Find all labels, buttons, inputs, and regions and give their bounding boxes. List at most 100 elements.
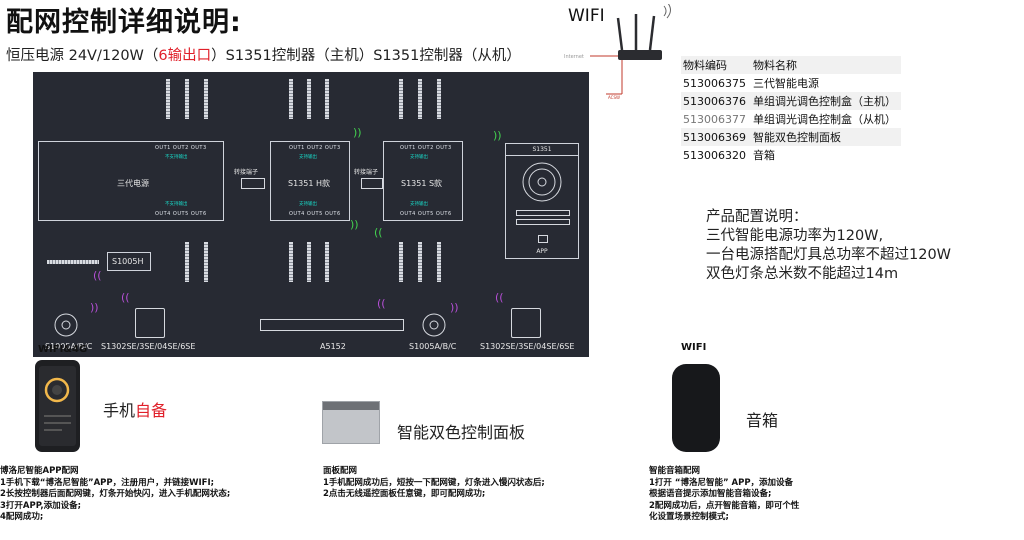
led-strip xyxy=(418,242,422,282)
controller-slave-box: OUT1 OUT2 OUT3 支持输出 S1351 S款 支持输出 OUT4 O… xyxy=(383,141,463,221)
left-knob-label: S1005A/B/C xyxy=(45,342,93,351)
wall-switch-icon xyxy=(135,308,165,338)
config-line: 三代智能电源功率为120W, xyxy=(706,228,884,244)
config-line: 产品配置说明： xyxy=(706,209,808,225)
subtitle-highlight: 6输出口 xyxy=(158,48,212,64)
step-heading: 智能音箱配网 xyxy=(649,466,701,476)
led-strip xyxy=(399,242,403,282)
power-top-ports: OUT1 OUT2 OUT3 xyxy=(155,145,207,151)
panel-pairing-steps: 面板配网 1手机配网成功后，短按一下配网键，灯条进入慢闪状态后; 2点击无线遥控… xyxy=(323,466,545,501)
cell-name: 单组调光调色控制盒（从机） xyxy=(753,113,896,126)
header-code: 物料编码 xyxy=(681,56,751,74)
app-device-label: S1351 xyxy=(532,146,552,153)
slave-top-ports: OUT1 OUT2 OUT3 xyxy=(400,145,452,151)
knob-icon xyxy=(422,313,446,337)
config-notes: 产品配置说明： 三代智能电源功率为120W, 一台电源搭配灯具总功率不超过120… xyxy=(706,208,951,284)
right-knob-label: S1005A/B/C xyxy=(409,342,457,351)
wall-switch-icon xyxy=(511,308,541,338)
led-strip xyxy=(289,79,293,119)
cell-name: 智能双色控制面板 xyxy=(751,128,901,146)
led-strip xyxy=(185,242,189,282)
speaker-label: 音箱 xyxy=(746,411,779,430)
step-heading: 面板配网 xyxy=(323,466,358,476)
table-row: 513006377 单组调光调色控制盒（从机） xyxy=(681,110,901,128)
knob-icon xyxy=(54,313,78,337)
phone-app-icon xyxy=(39,366,76,446)
table-row: 513006376 单组调光调色控制盒（主机） xyxy=(681,92,901,110)
power-bottom-note: 不支持输出 xyxy=(165,202,188,207)
main-bottom-note: 支持输出 xyxy=(299,202,317,207)
cell-code: 513006320 xyxy=(683,148,746,162)
step-heading: 博洛尼智能APP配网 xyxy=(0,466,79,476)
wireless-signal-icon: )) xyxy=(493,129,502,142)
config-line: 双色灯条总米数不能超过14m xyxy=(706,266,899,282)
step-line: 根据语音提示添加智能音箱设备; xyxy=(649,489,772,499)
wireless-signal-icon: (( xyxy=(377,297,386,310)
material-table: 物料编码 物料名称 513006375 三代智能电源 513006376 单组调… xyxy=(681,56,901,164)
table-row: 513006320 音箱 xyxy=(681,146,901,164)
right-switch-label: S1302SE/3SE/04SE/6SE xyxy=(480,342,575,351)
led-strip xyxy=(399,79,403,119)
s1005h-label: S1005H xyxy=(112,257,144,266)
led-strip xyxy=(437,242,441,282)
s1005h-box: S1005H xyxy=(107,252,151,271)
controller-slave-label: S1351 S款 xyxy=(401,179,443,188)
wireless-signal-icon: (( xyxy=(495,291,504,304)
step-line: 1手机下载“博洛尼智能”APP，注册用户，并链接WIFI; xyxy=(0,477,215,488)
left-switch-label: S1302SE/3SE/04SE/6SE xyxy=(101,342,196,351)
power-icon xyxy=(538,235,548,243)
speaker-wifi-label: WIFI xyxy=(681,342,707,353)
led-strip xyxy=(204,79,208,119)
page-title: 配网控制详细说明: xyxy=(6,7,242,38)
phone-label: 手机自备 xyxy=(103,397,167,421)
led-strip xyxy=(185,79,189,119)
led-strip xyxy=(307,242,311,282)
cell-name: 单组调光调色控制盒（主机） xyxy=(751,92,901,110)
step-line: 1打开 “博洛尼智能” APP，添加设备 xyxy=(649,477,794,488)
subtitle-text: 恒压电源 24V/120W（ xyxy=(6,48,159,64)
adapter-label-2: 转接端子 xyxy=(354,169,379,176)
header-name: 物料名称 xyxy=(751,56,901,74)
app-label: APP xyxy=(536,248,548,255)
led-strip xyxy=(307,79,311,119)
cell-name: 音箱 xyxy=(753,149,775,162)
step-line: 2点击无线遥控面板任意键，即可配网成功; xyxy=(323,489,486,499)
led-strip xyxy=(325,79,329,119)
slave-bottom-ports: OUT4 OUT5 OUT6 xyxy=(400,211,452,217)
center-bar-label: A5152 xyxy=(320,342,346,351)
cable-label: ACSW xyxy=(608,95,620,100)
controller-main-label: S1351 H款 xyxy=(288,179,330,188)
phone-label-red: 自备 xyxy=(135,401,168,420)
power-spec-subtitle: 恒压电源 24V/120W（6输出口）S1351控制器（主机）S1351控制器（… xyxy=(6,44,521,65)
adapter-label: 转接端子 xyxy=(234,169,259,176)
wifi-4g-label: WIFI&4G xyxy=(38,344,88,355)
led-strip xyxy=(418,79,422,119)
cell-code: 513006377 xyxy=(683,112,746,126)
wiring-diagram: OUT1 OUT2 OUT3 不支持输出 三代电源 不支持输出 OUT4 OUT… xyxy=(33,72,589,357)
subtitle-text-2: ）S1351控制器（主机）S1351控制器（从机） xyxy=(211,48,521,64)
led-strip xyxy=(289,242,293,282)
router-wifi-label: WIFI xyxy=(568,6,605,26)
led-strip xyxy=(166,79,170,119)
controller-main-box: OUT1 OUT2 OUT3 支持输出 S1351 H款 支持输出 OUT4 O… xyxy=(270,141,350,221)
slave-top-note: 支持输出 xyxy=(410,155,428,160)
internet-label: Internet xyxy=(564,54,584,60)
control-panel-image xyxy=(322,401,380,444)
main-bottom-ports: OUT4 OUT5 OUT6 xyxy=(289,211,341,217)
router-icon: Internet ACSW xyxy=(564,4,671,100)
wireless-signal-icon: )) xyxy=(353,126,362,139)
phone-label-text: 手机 xyxy=(103,401,136,420)
power-bottom-ports: OUT4 OUT5 OUT6 xyxy=(155,211,207,217)
step-line: 4配网成功; xyxy=(0,512,44,522)
app-pairing-steps: 博洛尼智能APP配网 1手机下载“博洛尼智能”APP，注册用户，并链接WIFI;… xyxy=(0,466,230,524)
bar-remote-icon xyxy=(260,319,404,331)
speaker-pairing-steps: 智能音箱配网 1打开 “博洛尼智能” APP，添加设备 根据语音提示添加智能音箱… xyxy=(649,466,799,524)
table-row: 513006369 智能双色控制面板 xyxy=(681,128,901,146)
table-header-row: 物料编码 物料名称 xyxy=(681,56,901,74)
power-supply-box: OUT1 OUT2 OUT3 不支持输出 三代电源 不支持输出 OUT4 OUT… xyxy=(38,141,224,221)
led-strip xyxy=(437,79,441,119)
step-line: 化设置场景控制模式; xyxy=(649,512,729,522)
step-line: 1手机配网成功后，短按一下配网键，灯条进入慢闪状态后; xyxy=(323,477,545,488)
main-top-note: 支持输出 xyxy=(299,155,317,160)
wireless-signal-icon: (( xyxy=(374,226,383,239)
